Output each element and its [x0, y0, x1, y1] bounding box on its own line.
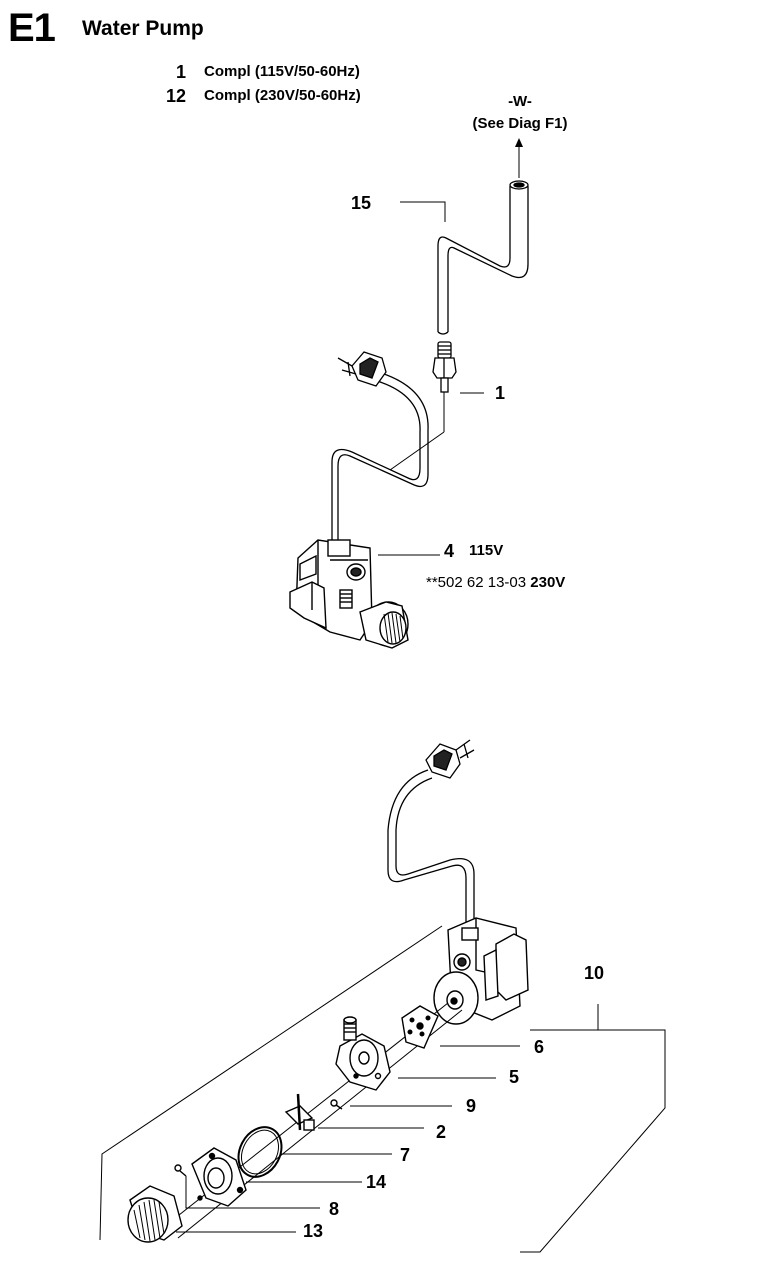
- callout-9: 9: [466, 1096, 477, 1116]
- lower-assembly: [99, 739, 666, 1253]
- callout-10: 10: [584, 963, 605, 983]
- plug-lower-icon: [425, 739, 475, 779]
- legend-text-1: Compl (115V/50-60Hz): [204, 63, 360, 80]
- arrow-head-icon: [515, 138, 523, 147]
- power-cord-upper: [331, 371, 429, 545]
- diagram-code: E1: [8, 6, 56, 50]
- callout-8: 8: [329, 1199, 340, 1219]
- callout-6: 6: [534, 1037, 545, 1057]
- pump-body-upper: [289, 539, 409, 649]
- volute-housing-5: [335, 1016, 391, 1091]
- fitting-1: [432, 341, 457, 393]
- legend-num-1: 1: [175, 62, 186, 82]
- callout-15: 15: [351, 193, 372, 213]
- callout-4-voltage: 115V: [469, 542, 504, 559]
- leader-fitting-diag: [389, 431, 445, 471]
- screw-9: [330, 1099, 343, 1110]
- callout-4-alternate: **502 62 13-03 230V: [426, 574, 565, 591]
- hose-15: [437, 180, 529, 335]
- filter-13: [127, 1185, 183, 1243]
- reference-line2: (See Diag F1): [472, 115, 568, 132]
- callout-7: 7: [400, 1145, 411, 1165]
- plug-upper-icon: [337, 351, 387, 387]
- legend-text-2: Compl (230V/50-60Hz): [204, 87, 361, 104]
- gasket-6: [401, 1005, 439, 1049]
- legend-num-2: 12: [165, 86, 186, 106]
- callout-2: 2: [436, 1122, 447, 1142]
- upper-assembly: [289, 138, 529, 649]
- leader-15: [400, 201, 446, 222]
- callout-13: 13: [303, 1221, 324, 1241]
- callout-4: 4: [444, 541, 455, 561]
- alt-part-voltage: 230V: [530, 574, 566, 591]
- screw-8: [174, 1164, 187, 1177]
- callout-14: 14: [366, 1172, 387, 1192]
- diagram-title: Water Pump: [82, 17, 204, 40]
- cover-14: [191, 1147, 247, 1207]
- impeller-2: [284, 1093, 315, 1131]
- reference-line1: -W-: [508, 93, 532, 110]
- callout-1: 1: [495, 383, 506, 403]
- o-ring-7: [237, 1126, 283, 1178]
- callout-5: 5: [509, 1067, 520, 1087]
- power-cord-lower: [387, 769, 475, 930]
- motor-body-lower: [433, 917, 529, 1025]
- alt-part-number: **502 62 13-03: [426, 574, 531, 591]
- lower-leaders: [99, 925, 666, 1253]
